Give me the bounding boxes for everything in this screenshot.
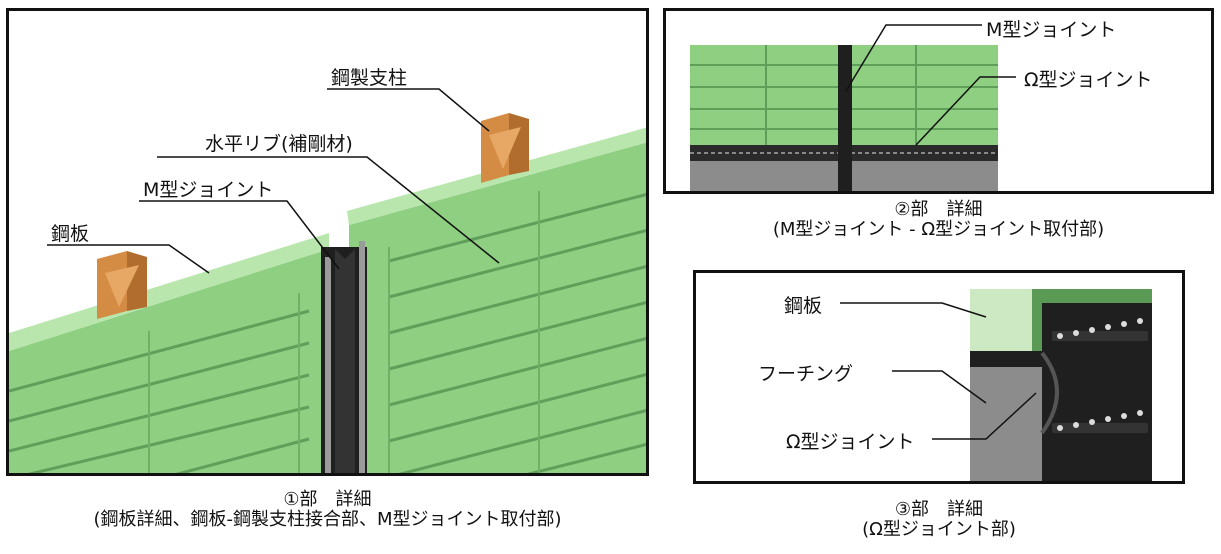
joint-illustration-2: [690, 24, 1016, 191]
leader-lines-1: [47, 88, 500, 274]
caption-panel-3-subtitle: (Ω型ジョイント部): [862, 519, 1016, 540]
left-plate-top-edge: [9, 233, 329, 351]
caption-panel-2: ②部 詳細 (M型ジョイント - Ω型ジョイント取付部): [663, 200, 1214, 240]
label-m-joint: M型ジョイント: [143, 179, 274, 201]
upper-plate-ribs: [690, 45, 998, 145]
steel-plate-face: [970, 289, 1032, 351]
label-omega-joint-2: Ω型ジョイント: [1024, 69, 1153, 91]
label-steel-post: 鋼製支柱: [331, 67, 408, 89]
m-joint-illustration: [321, 241, 367, 473]
detail-panel-3: 鋼板 フーチング Ω型ジョイント: [693, 270, 1185, 484]
caption-panel-3-title: ③部 詳細: [894, 499, 984, 520]
right-rib-verticals: [388, 191, 540, 473]
caption-panel-1: ①部 詳細 (鋼板詳細、鋼板-鋼製支柱接合部、M型ジョイント取付部): [6, 490, 649, 530]
joint-illustration-3: [840, 289, 1152, 481]
label-omega-joint-3: Ω型ジョイント: [786, 431, 915, 453]
label-footing-3: フーチング: [758, 363, 854, 385]
right-horizontal-ribs: [388, 193, 646, 473]
right-steel-plate: [349, 142, 646, 473]
wall-illustration-1: [9, 88, 646, 473]
left-horizontal-ribs: [9, 309, 310, 473]
m-joint-vertical: [838, 45, 852, 191]
label-steel-plate-3: 鋼板: [784, 295, 823, 317]
label-horizontal-rib: 水平リブ(補剛材): [205, 133, 353, 155]
lower-left-plate: [690, 161, 838, 191]
left-steel-plate: [9, 249, 329, 473]
caption-panel-3: ③部 詳細 (Ω型ジョイント部): [693, 500, 1185, 540]
detail-panel-2: M型ジョイント Ω型ジョイント: [663, 8, 1214, 194]
bolt-rows: [1052, 318, 1148, 433]
leader-lines-2: [845, 24, 1016, 146]
left-rib-verticals: [148, 293, 300, 473]
lower-right-plate: [852, 161, 998, 191]
caption-panel-2-subtitle: (M型ジョイント - Ω型ジョイント取付部): [772, 219, 1105, 240]
footing-face: [970, 351, 1042, 481]
caption-panel-1-subtitle: (鋼板詳細、鋼板-鋼製支柱接合部、M型ジョイント取付部): [93, 509, 562, 530]
detail-panel-1: 鋼製支柱 水平リブ(補剛材) M型ジョイント 鋼板: [6, 8, 649, 476]
leader-lines-3: [840, 302, 1037, 440]
steel-post-left: [97, 251, 147, 319]
label-m-joint-2: M型ジョイント: [986, 19, 1117, 41]
caption-panel-2-title: ②部 詳細: [894, 199, 983, 220]
label-steel-plate: 鋼板: [51, 223, 90, 245]
caption-panel-1-title: ①部 詳細: [283, 489, 372, 510]
